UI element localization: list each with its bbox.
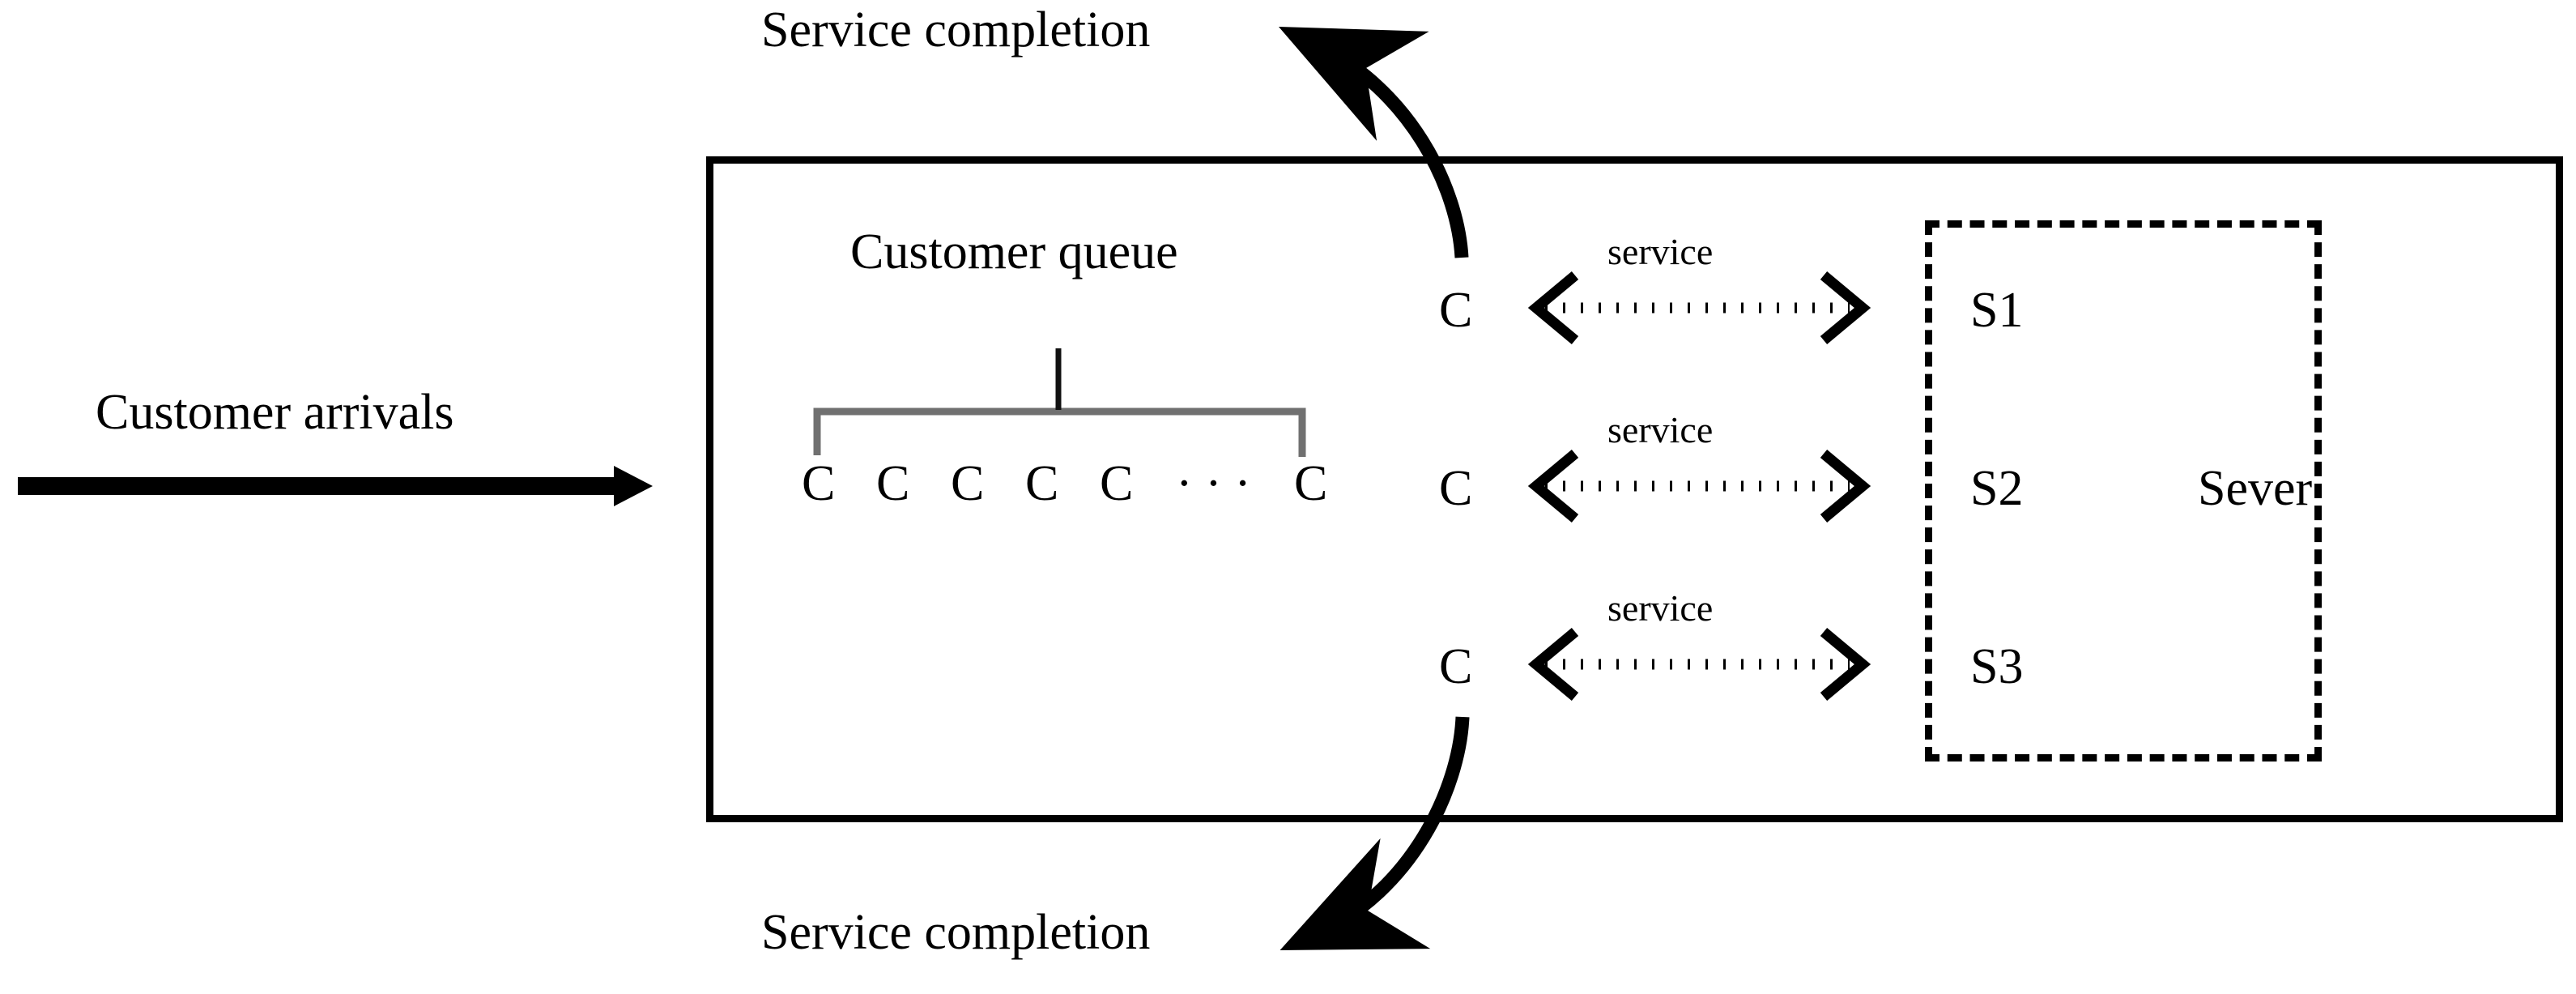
queue-customer: C <box>876 456 910 511</box>
server-group-label: Sever <box>2198 461 2313 516</box>
queue-customer: C <box>951 456 985 511</box>
customer-arrivals-label: Customer arrivals <box>96 385 454 440</box>
customer-queue-label: Customer queue <box>850 224 1178 279</box>
service-completion-top-label: Service completion <box>761 2 1151 58</box>
station-customer-2: C <box>1439 461 1473 516</box>
server-label-s1: S1 <box>1970 283 2024 338</box>
server-group-box <box>1925 220 2322 761</box>
queue-customer: C <box>1025 456 1059 511</box>
server-label-s3: S3 <box>1970 639 2024 694</box>
station-customer-1: C <box>1439 283 1473 338</box>
service-link-label-3: service <box>1607 587 1714 629</box>
queue-customer: C <box>802 456 836 511</box>
system-boundary-box <box>706 156 2563 822</box>
service-link-label-1: service <box>1607 231 1714 272</box>
service-completion-bottom-label: Service completion <box>761 905 1151 960</box>
queue-tail-customer: C <box>1294 456 1328 511</box>
arrival-arrow <box>18 466 653 506</box>
service-link-label-2: service <box>1607 409 1714 450</box>
server-label-s2: S2 <box>1970 461 2024 516</box>
station-customer-3: C <box>1439 639 1473 694</box>
queue-customer: C <box>1100 456 1134 511</box>
queue-ellipsis: · · · <box>1176 456 1251 511</box>
